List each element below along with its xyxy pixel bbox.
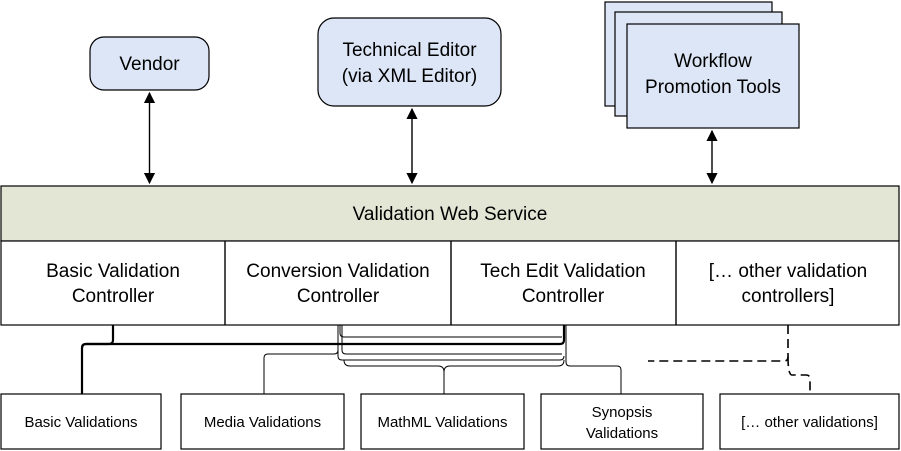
controller-conversion-line1: Conversion Validation — [246, 261, 429, 282]
workflow-tools-node: Workflow Promotion Tools — [604, 1, 800, 129]
connector-lines — [80, 325, 811, 394]
validation-mathml-label: MathML Validations — [377, 414, 507, 431]
validation-basic: Basic Validations — [0, 393, 162, 450]
validation-other: [… other validations] — [719, 393, 900, 450]
controller-conversion-line2: Controller — [297, 286, 380, 307]
validation-synopsis: Synopsis Validations — [540, 393, 704, 450]
validation-web-service: Validation Web Service — [0, 185, 900, 242]
validation-synopsis-line2: Validations — [586, 425, 658, 442]
validation-mathml: MathML Validations — [360, 393, 525, 450]
technical-editor-node: Technical Editor (via XML Editor) — [317, 17, 502, 107]
controller-techedit-line1: Tech Edit Validation — [480, 261, 645, 282]
vendor-label: Vendor — [119, 54, 180, 75]
validation-media-label: Media Validations — [204, 414, 321, 431]
technical-editor-label-line1: Technical Editor — [342, 40, 477, 61]
validation-other-label: [… other validations] — [741, 414, 878, 431]
workflow-tools-label-line2: Promotion Tools — [645, 77, 781, 98]
controller-basic-line1: Basic Validation — [46, 261, 180, 282]
controller-other-line1: [… other validation — [709, 261, 867, 282]
validation-media: Media Validations — [180, 393, 345, 450]
vendor-node: Vendor — [89, 36, 210, 91]
validation-synopsis-line1: Synopsis — [592, 404, 653, 421]
technical-editor-label-line2: (via XML Editor) — [342, 66, 478, 87]
controller-techedit-line2: Controller — [522, 286, 605, 307]
service-label: Validation Web Service — [353, 204, 548, 225]
validation-basic-label: Basic Validations — [24, 414, 137, 431]
controllers-row: Basic Validation Controller Conversion V… — [0, 240, 900, 326]
workflow-tools-label-line1: Workflow — [674, 51, 752, 72]
controller-basic-line2: Controller — [72, 286, 155, 307]
controller-other-line2: controllers] — [742, 286, 835, 307]
